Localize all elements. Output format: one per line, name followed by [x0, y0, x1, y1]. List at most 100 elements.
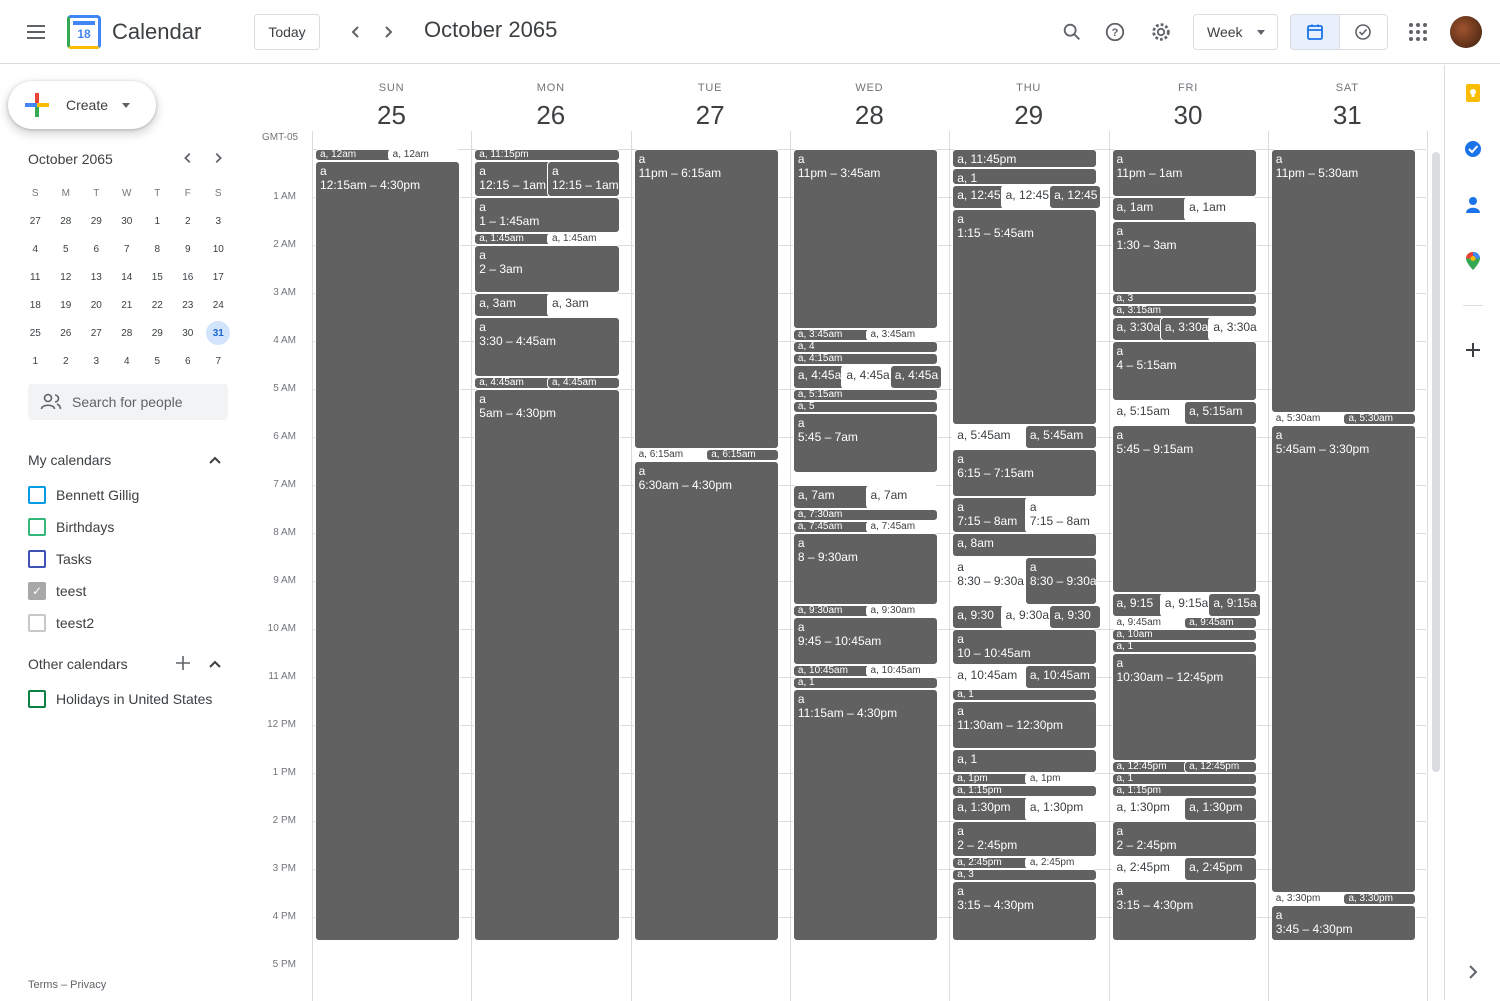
mini-day[interactable]: 23 — [173, 291, 204, 319]
calendar-event[interactable]: a, 1 — [952, 689, 1098, 701]
my-calendars-heading[interactable]: My calendars — [28, 452, 112, 468]
search-button[interactable] — [1056, 16, 1088, 48]
calendar-event[interactable]: a, 1:15pm — [952, 785, 1098, 797]
calendar-event[interactable]: a, 9:15 — [1111, 593, 1164, 617]
calendar-event[interactable]: a, 5:45am — [1024, 425, 1098, 449]
footer-links[interactable]: Terms – Privacy — [28, 979, 107, 991]
checkbox-icon[interactable] — [28, 614, 46, 632]
mini-day[interactable]: 31 — [203, 319, 234, 347]
contacts-icon[interactable] — [1463, 195, 1483, 215]
mini-day[interactable]: 28 — [112, 319, 143, 347]
mini-day[interactable]: 1 — [142, 207, 173, 235]
collapse-other-calendars-button[interactable] — [207, 657, 223, 673]
calendar-event[interactable]: a, 1am — [1184, 197, 1257, 221]
mini-day[interactable]: 2 — [173, 207, 204, 235]
other-calendars-heading[interactable]: Other calendars — [28, 656, 128, 672]
calendar-event[interactable]: a, 1 — [792, 677, 939, 689]
mini-day[interactable]: 29 — [142, 319, 173, 347]
checkbox-icon[interactable] — [28, 486, 46, 504]
calendar-event[interactable]: a, 9:30 — [1049, 605, 1102, 629]
mini-day[interactable]: 27 — [81, 319, 112, 347]
calendar-event[interactable]: a, 1:30pm — [1111, 797, 1191, 821]
calendar-event[interactable]: a, 9:45am — [1184, 617, 1257, 629]
calendar-event[interactable]: a, 7am — [865, 485, 939, 509]
calendar-event[interactable]: a, 10:45am — [1024, 665, 1098, 689]
mini-day[interactable]: 8 — [142, 235, 173, 263]
mini-day[interactable]: 25 — [20, 319, 51, 347]
calendar-event[interactable]: a, 8am — [952, 533, 1098, 557]
calendar-event[interactable]: a, 9:15a — [1159, 593, 1213, 617]
calendar-event[interactable]: a, 10am — [1111, 629, 1257, 641]
mini-day[interactable]: 30 — [112, 207, 143, 235]
calendar-event[interactable]: a, 3:45am — [865, 329, 939, 341]
calendar-event[interactable]: a, 1:30pm — [1024, 797, 1098, 821]
create-button[interactable]: Create — [8, 81, 156, 129]
get-addons-button[interactable] — [1463, 340, 1483, 360]
calendar-event[interactable]: a, 12:45pm — [1184, 761, 1257, 773]
add-calendar-button[interactable] — [175, 655, 191, 674]
calendar-event[interactable]: a, 12am — [387, 149, 461, 161]
mini-day[interactable]: 24 — [203, 291, 234, 319]
mini-day[interactable]: 15 — [142, 263, 173, 291]
calendar-event[interactable]: a, 10:45am — [865, 665, 939, 677]
mini-day[interactable]: 4 — [20, 235, 51, 263]
mini-day[interactable]: 13 — [81, 263, 112, 291]
calendar-event[interactable]: a, 5:30am — [1270, 413, 1350, 425]
calendar-event[interactable]: a, 7:45am — [865, 521, 939, 533]
mini-day[interactable]: 11 — [20, 263, 51, 291]
mini-day[interactable]: 7 — [203, 347, 234, 375]
calendar-event[interactable]: a, 2:45pm — [1111, 857, 1191, 881]
calendar-event[interactable]: a, 1 — [952, 749, 1098, 773]
calendar-event[interactable]: a, 2:45pm — [952, 857, 1031, 869]
mini-day[interactable]: 3 — [81, 347, 112, 375]
calendar-item[interactable]: Tasks — [28, 549, 92, 569]
calendar-event[interactable]: a, 12:45pm — [1111, 761, 1191, 773]
people-search-input[interactable]: Search for people — [28, 384, 228, 420]
mini-day[interactable]: 26 — [51, 319, 82, 347]
tasks-view-toggle[interactable] — [1340, 15, 1388, 49]
keep-icon[interactable] — [1463, 83, 1483, 103]
account-avatar[interactable] — [1450, 16, 1482, 48]
calendar-event[interactable]: a, 4:45am — [546, 377, 620, 389]
calendar-event[interactable]: a, 12:45 — [1049, 185, 1102, 209]
today-button[interactable]: Today — [254, 14, 320, 50]
calendar-event[interactable]: a, 1:45am — [474, 233, 553, 245]
calendar-event[interactable]: a, 9:45am — [1111, 617, 1191, 629]
calendar-event[interactable]: a, 3:30pm — [1343, 893, 1417, 905]
calendar-event[interactable]: a, 11:15pm — [474, 149, 620, 161]
calendar-event[interactable]: a, 3am — [474, 293, 553, 317]
calendar-event[interactable]: a, 7am — [792, 485, 872, 509]
calendar-event[interactable]: a, 1:30pm — [952, 797, 1031, 821]
mini-day[interactable]: 5 — [51, 235, 82, 263]
help-button[interactable]: ? — [1099, 16, 1131, 48]
calendar-event[interactable]: a, 1:45am — [546, 233, 620, 245]
calendar-event[interactable]: a, 1 — [952, 168, 1098, 185]
calendar-event[interactable]: a, 10:45am — [952, 665, 1031, 689]
checkbox-checked-icon[interactable]: ✓ — [28, 582, 46, 600]
mini-day[interactable]: 7 — [112, 235, 143, 263]
mini-day[interactable]: 2 — [51, 347, 82, 375]
calendar-event[interactable]: a, 3:30a — [1111, 317, 1164, 341]
calendar-event[interactable]: a, 6:15am — [706, 449, 779, 461]
checkbox-icon[interactable] — [28, 518, 46, 536]
